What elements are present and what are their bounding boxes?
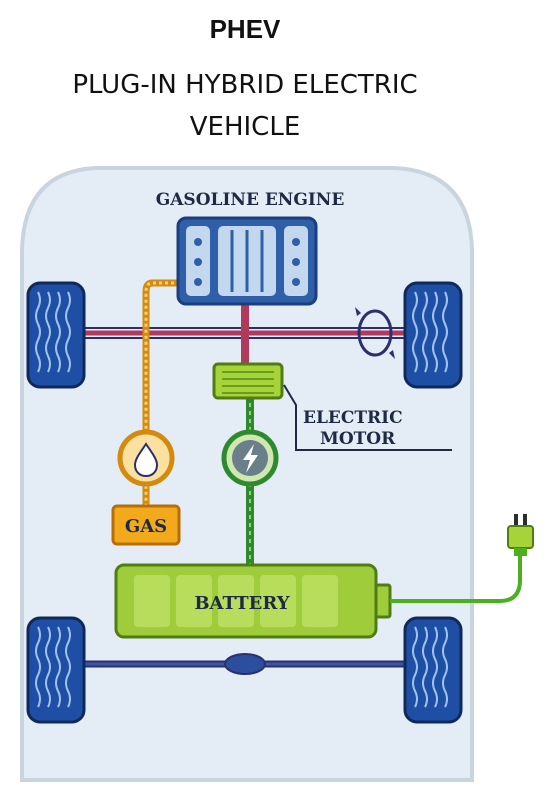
gas-label: GAS [125, 516, 167, 537]
drop-icon [117, 429, 175, 487]
fuel-line [142, 279, 180, 508]
plug-icon [507, 514, 534, 556]
page-title: PHEV [209, 14, 281, 44]
plug-cable [390, 556, 522, 603]
motor-leader-line [283, 384, 452, 451]
gasoline-engine [176, 216, 318, 306]
wheel-rear-left [26, 616, 86, 724]
battery [114, 563, 392, 639]
motor-label-line2: MOTOR [320, 429, 396, 449]
wheel-rear-right [403, 616, 463, 724]
engine-label: GASOLINE ENGINE [156, 190, 345, 210]
wheel-front-left [26, 281, 86, 389]
rotation-arrow-icon [355, 307, 395, 359]
subtitle-line-2: VEHICLE [189, 112, 301, 142]
subtitle-line-1: PLUG-IN HYBRID ELECTRIC [72, 70, 418, 100]
wheel-front-right [403, 281, 463, 389]
electric-motor [212, 362, 284, 400]
motor-label-line1: ELECTRIC [303, 408, 403, 428]
battery-label: BATTERY [194, 593, 290, 614]
gas-tank [111, 504, 181, 546]
lightning-icon [221, 429, 279, 487]
differential [224, 653, 266, 675]
